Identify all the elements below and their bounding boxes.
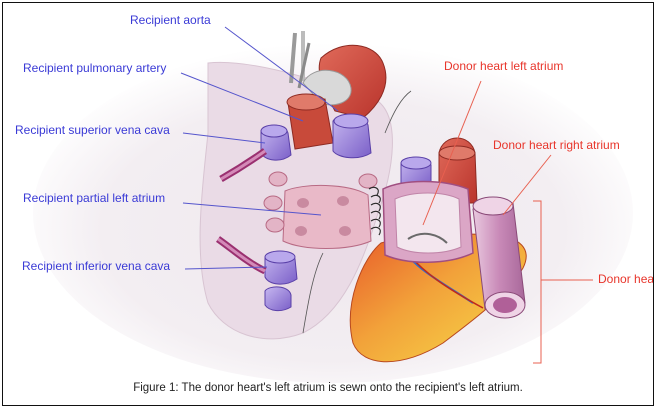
purple-stump-opening: [334, 114, 368, 128]
label-donor-right-atrium: Donor heart right atrium: [493, 138, 620, 152]
donor-tube-top-opening: [473, 197, 513, 215]
label-donor-left-atrium: Donor heart left atrium: [444, 59, 563, 73]
label-recipient-pulmonary-artery: Recipient pulmonary artery: [23, 61, 166, 75]
label-recipient-inferior-vena-cava: Recipient inferior vena cava: [22, 259, 170, 273]
label-recipient-partial-left-atrium: Recipient partial left atrium: [23, 191, 165, 205]
ivc-lower-stump: [265, 287, 291, 311]
svc-opening: [261, 125, 287, 137]
pulmonary-artery-opening: [287, 94, 325, 110]
label-recipient-superior-vena-cava: Recipient superior vena cava: [15, 123, 170, 137]
label-recipient-aorta: Recipient aorta: [130, 13, 211, 27]
donor-left-atrium-interior: [395, 193, 461, 253]
ivc-opening: [265, 251, 295, 263]
figure-caption: Figure 1: The donor heart's left atrium …: [3, 382, 653, 394]
label-donor-heart: Donor hea: [598, 272, 654, 286]
recipient-partial-la-patch: [283, 185, 371, 248]
